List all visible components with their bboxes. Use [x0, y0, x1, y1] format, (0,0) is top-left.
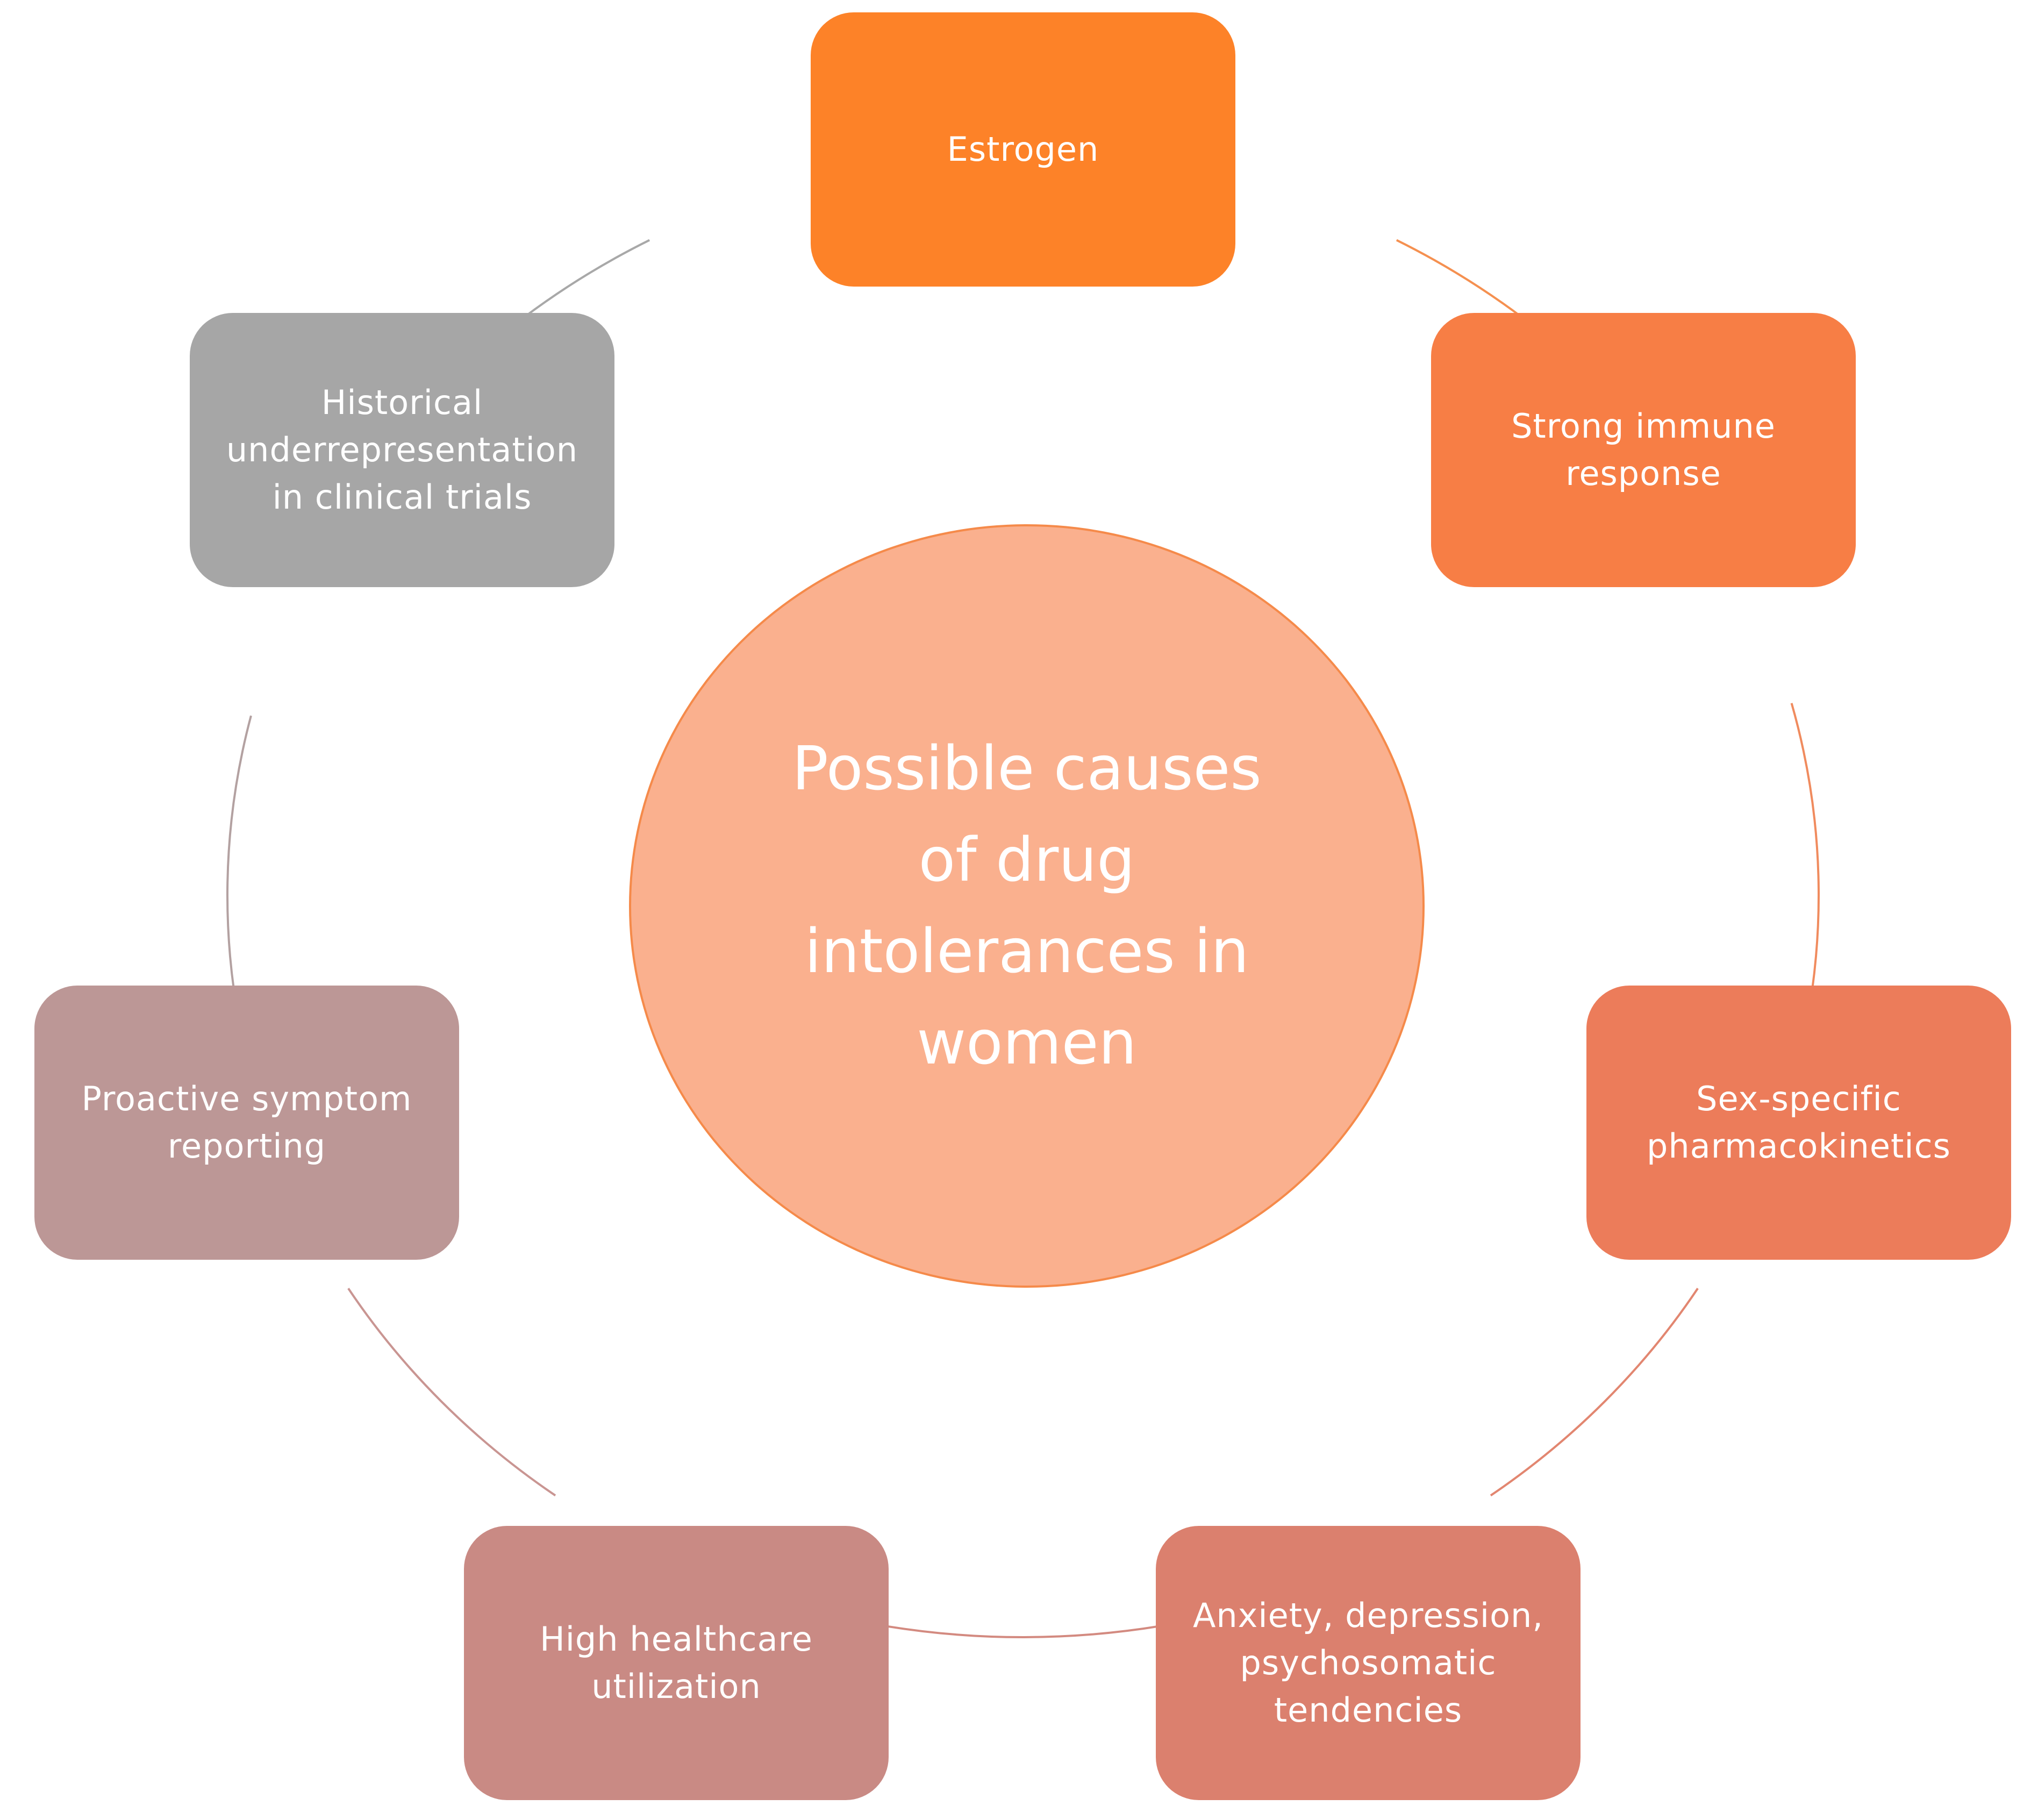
node-proactive-symptom-reporting: Proactive symptom reporting	[34, 986, 459, 1260]
node-estrogen: Estrogen	[811, 12, 1235, 287]
center-circle: Possible causes of drug intolerances in …	[629, 524, 1425, 1288]
connector-pharmacokinetics-anxiety	[1490, 1288, 1699, 1497]
node-historical-underrepresentation: Historical underrepresentation in clinic…	[190, 313, 614, 587]
node-label: Historical underrepresentation in clinic…	[226, 383, 578, 517]
node-strong-immune-response: Strong immune response	[1431, 313, 1856, 587]
center-title: Possible causes of drug intolerances in …	[792, 734, 1262, 1078]
node-label: High healthcare utilization	[540, 1619, 813, 1706]
node-sex-specific-pharmacokinetics: Sex-specific pharmacokinetics	[1586, 986, 2011, 1260]
connector-healthcare-reporting	[347, 1288, 556, 1497]
connector-anxiety-healthcare	[884, 1625, 1162, 1638]
node-label: Anxiety, depression, psychosomatic tende…	[1192, 1596, 1544, 1730]
node-high-healthcare-utilization: High healthcare utilization	[464, 1526, 889, 1800]
node-label: Sex-specific pharmacokinetics	[1647, 1079, 1951, 1166]
node-label: Proactive symptom reporting	[81, 1079, 412, 1166]
node-anxiety-depression: Anxiety, depression, psychosomatic tende…	[1156, 1526, 1581, 1800]
node-label: Estrogen	[947, 130, 1099, 169]
node-label: Strong immune response	[1511, 406, 1776, 493]
